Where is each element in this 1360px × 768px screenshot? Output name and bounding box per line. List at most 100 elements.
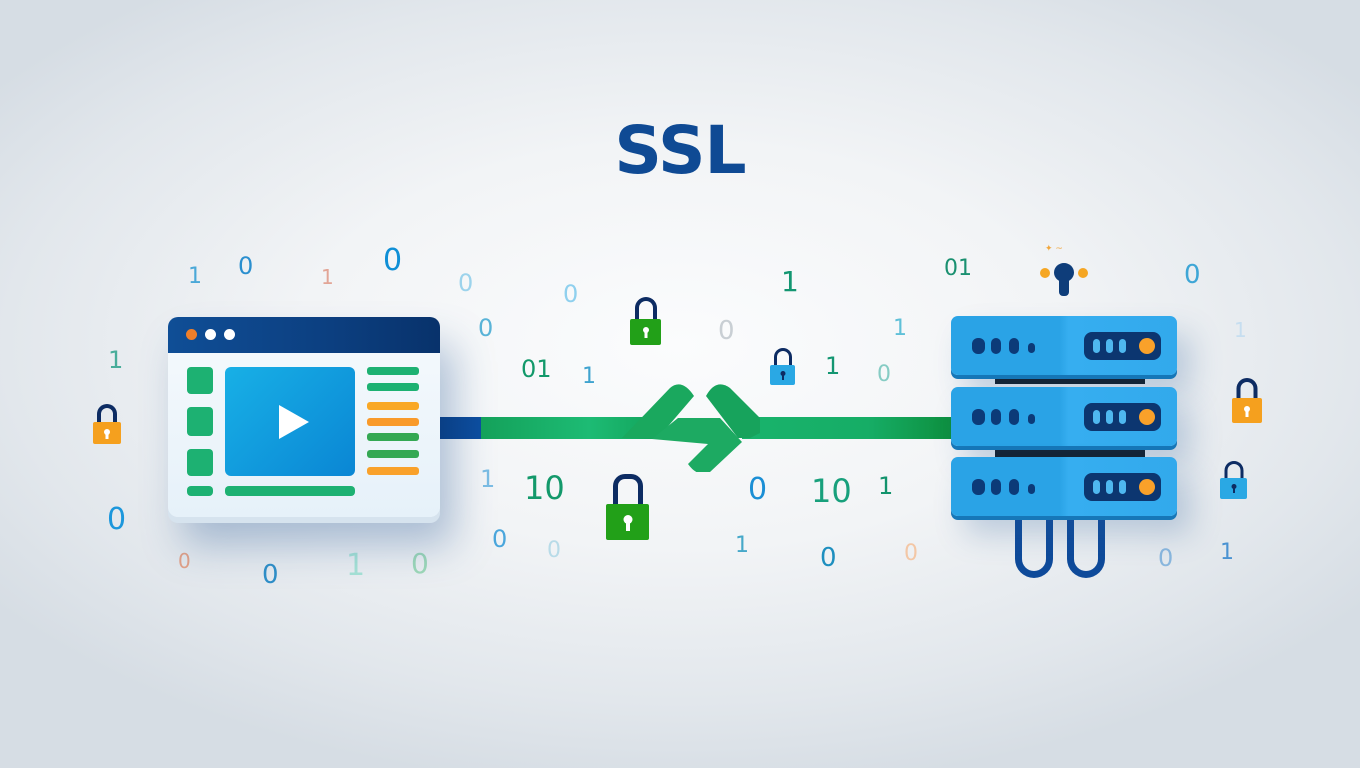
binary-digit: 0 <box>411 547 429 580</box>
server-unit <box>951 387 1177 446</box>
status-bar <box>1106 410 1113 424</box>
vent-slot <box>991 338 1001 354</box>
binary-digit: 0 <box>262 560 279 590</box>
binary-digit: 0 <box>478 314 494 342</box>
list-line <box>367 402 419 410</box>
sidebar-thumbnail <box>187 367 213 394</box>
window-dot-white-icon <box>205 329 216 340</box>
list-line <box>367 450 419 458</box>
server-cable <box>1067 512 1105 578</box>
status-bar <box>1119 480 1126 494</box>
handshake-arrow-icon <box>622 384 760 472</box>
status-led-icon <box>1139 338 1155 354</box>
status-bar <box>1119 339 1126 353</box>
vent-slot <box>1028 414 1035 424</box>
list-line <box>367 433 419 441</box>
video-progress-bar <box>225 486 355 496</box>
binary-digit: 1 <box>735 533 749 558</box>
binary-digit: 1 <box>321 265 334 289</box>
binary-digit: 01 <box>944 256 972 281</box>
sidebar-thumbnail <box>187 407 213 436</box>
binary-digit: 1 <box>582 364 596 389</box>
binary-digit: 1 <box>188 264 202 289</box>
list-line <box>367 367 419 375</box>
status-led-icon <box>1139 479 1155 495</box>
binary-digit: 0 <box>877 362 891 387</box>
connection-line-left <box>481 417 661 439</box>
rack-gap <box>995 372 1145 384</box>
padlock-orange-right-icon <box>1232 378 1262 423</box>
binary-digit: 0 <box>748 472 768 507</box>
binary-digit: 1 <box>878 472 894 500</box>
ssl-title: SSL <box>614 112 746 189</box>
list-line <box>367 383 419 391</box>
vent-slot <box>1028 343 1035 353</box>
server-unit <box>951 457 1177 516</box>
padlock-blue-mid-icon <box>770 348 795 385</box>
key-spark-left-icon <box>1040 268 1050 278</box>
connection-line-start <box>440 417 482 439</box>
rack-gap <box>995 446 1145 458</box>
binary-digit: 0 <box>563 280 579 308</box>
status-panel <box>1084 332 1161 360</box>
binary-digit: 0 <box>718 316 735 346</box>
status-panel <box>1084 473 1161 501</box>
list-line <box>367 418 419 426</box>
padlock-green-top-icon <box>630 297 661 345</box>
binary-digit: 1 <box>893 316 907 341</box>
key-head-icon <box>1054 263 1074 282</box>
binary-digit: 0 <box>238 252 254 280</box>
browser-title-bar <box>168 317 440 353</box>
binary-digit: 1 <box>1220 540 1234 565</box>
key-icon-group: ✦ ~ <box>1035 244 1095 300</box>
padlock-blue-right-icon <box>1220 461 1247 499</box>
binary-digit: 0 <box>547 538 561 563</box>
vent-slot <box>1009 409 1019 425</box>
binary-digit: 1 <box>1234 318 1247 342</box>
vent-slot <box>1009 479 1019 495</box>
binary-digit: 0 <box>1184 260 1201 290</box>
status-bar <box>1093 339 1100 353</box>
server-cable <box>1015 512 1053 578</box>
binary-digit: 0 <box>820 543 837 573</box>
vent-slot <box>991 479 1001 495</box>
binary-digit: 0 <box>107 502 127 537</box>
window-dot-white-icon <box>224 329 235 340</box>
vent-slot <box>1009 338 1019 354</box>
binary-digit: 0 <box>178 549 191 573</box>
binary-digit: 1 <box>781 265 799 298</box>
status-bar <box>1106 480 1113 494</box>
binary-digit: 1 <box>346 548 366 583</box>
key-spark-right-icon <box>1078 268 1088 278</box>
binary-digit: 10 <box>524 469 565 507</box>
binary-digit: 1 <box>825 352 841 380</box>
binary-digit: 0 <box>904 541 918 566</box>
key-stem-icon <box>1059 278 1069 296</box>
connection-line-right <box>742 417 952 439</box>
binary-digit: 0 <box>1158 544 1174 572</box>
status-led-icon <box>1139 409 1155 425</box>
binary-digit: 01 <box>521 355 552 383</box>
binary-digit: 10 <box>811 472 852 510</box>
sidebar-thumbnail <box>187 449 213 476</box>
status-panel <box>1084 403 1161 431</box>
status-bar <box>1093 480 1100 494</box>
binary-digit: 0 <box>458 269 474 297</box>
binary-digit: 0 <box>383 243 403 278</box>
binary-digit: 0 <box>492 525 508 553</box>
list-line <box>367 467 419 475</box>
padlock-green-bottom-icon <box>606 474 649 540</box>
vent-slot <box>972 338 985 354</box>
sidebar-thumbnail-small <box>187 486 213 496</box>
binary-digit: 1 <box>480 465 496 493</box>
padlock-orange-left-icon <box>93 404 121 444</box>
vent-slot <box>972 409 985 425</box>
status-bar <box>1119 410 1126 424</box>
server-unit <box>951 316 1177 375</box>
vent-slot <box>991 409 1001 425</box>
status-bar <box>1106 339 1113 353</box>
browser-window-illustration <box>168 317 440 517</box>
binary-digit: 1 <box>108 346 124 374</box>
window-dot-orange-icon <box>186 329 197 340</box>
play-icon <box>279 405 309 439</box>
